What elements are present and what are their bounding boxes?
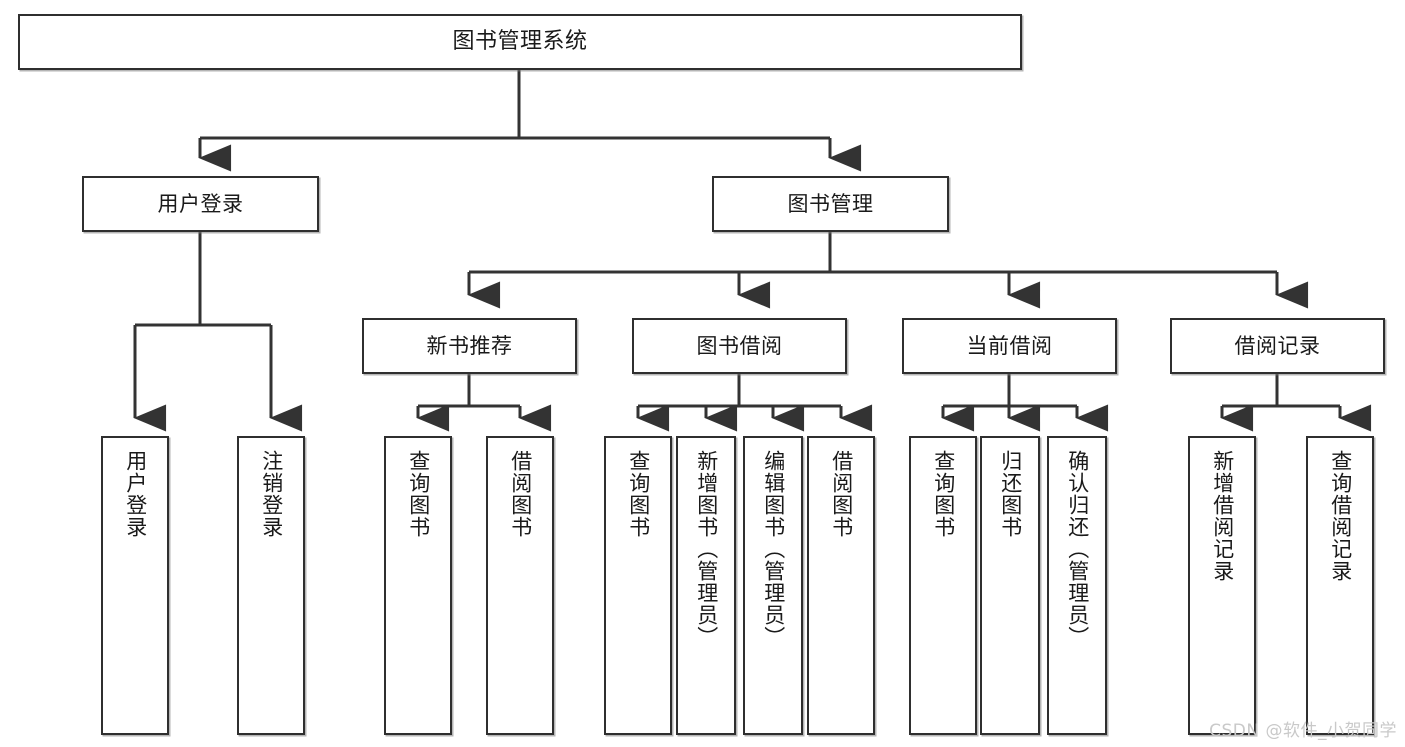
watermark: CSDN @软件_小贺同学 bbox=[1209, 721, 1397, 741]
node-leaf-confirm-return-admin[interactable]: 确认归还（管理员） bbox=[1047, 436, 1107, 735]
node-label: 新增借阅记录 bbox=[1210, 450, 1235, 582]
node-leaf-logout[interactable]: 注销登录 bbox=[237, 436, 305, 735]
node-label: 确认归还（管理员） bbox=[1065, 450, 1090, 648]
node-label: 图书管理 bbox=[787, 191, 874, 216]
node-root-system[interactable]: 图书管理系统 bbox=[18, 14, 1022, 70]
node-label: 查询借阅记录 bbox=[1328, 450, 1353, 582]
node-label: 图书管理系统 bbox=[452, 29, 588, 55]
node-user-login[interactable]: 用户登录 bbox=[82, 176, 319, 232]
node-label: 借阅记录 bbox=[1234, 333, 1321, 358]
node-label: 新增图书（管理员） bbox=[694, 450, 719, 648]
node-leaf-borrow-book-1[interactable]: 借阅图书 bbox=[486, 436, 554, 735]
node-leaf-edit-book-admin[interactable]: 编辑图书（管理员） bbox=[743, 436, 803, 735]
node-book-manage[interactable]: 图书管理 bbox=[712, 176, 949, 232]
node-label: 查询图书 bbox=[931, 450, 956, 538]
node-label: 图书借阅 bbox=[696, 333, 783, 358]
node-leaf-query-book-3[interactable]: 查询图书 bbox=[909, 436, 977, 735]
node-leaf-query-book-1[interactable]: 查询图书 bbox=[384, 436, 452, 735]
node-book-borrow[interactable]: 图书借阅 bbox=[632, 318, 847, 374]
node-current-borrow[interactable]: 当前借阅 bbox=[902, 318, 1117, 374]
node-leaf-return-book[interactable]: 归还图书 bbox=[980, 436, 1040, 735]
node-leaf-borrow-book-2[interactable]: 借阅图书 bbox=[807, 436, 875, 735]
node-leaf-add-book-admin[interactable]: 新增图书（管理员） bbox=[676, 436, 736, 735]
node-label: 借阅图书 bbox=[508, 450, 533, 538]
node-leaf-user-login[interactable]: 用户登录 bbox=[101, 436, 169, 735]
node-label: 当前借阅 bbox=[966, 333, 1053, 358]
node-leaf-query-book-2[interactable]: 查询图书 bbox=[604, 436, 672, 735]
node-leaf-query-borrow-record[interactable]: 查询借阅记录 bbox=[1306, 436, 1374, 735]
node-label: 用户登录 bbox=[157, 191, 244, 216]
node-label: 归还图书 bbox=[998, 450, 1023, 538]
node-new-book-recommend[interactable]: 新书推荐 bbox=[362, 318, 577, 374]
node-label: 新书推荐 bbox=[426, 333, 513, 358]
node-label: 查询图书 bbox=[626, 450, 651, 538]
node-label: 注销登录 bbox=[259, 450, 284, 538]
node-label: 借阅图书 bbox=[829, 450, 854, 538]
node-borrow-record[interactable]: 借阅记录 bbox=[1170, 318, 1385, 374]
node-label: 查询图书 bbox=[406, 450, 431, 538]
node-leaf-add-borrow-record[interactable]: 新增借阅记录 bbox=[1188, 436, 1256, 735]
node-label: 编辑图书（管理员） bbox=[761, 450, 786, 648]
node-label: 用户登录 bbox=[123, 450, 148, 538]
